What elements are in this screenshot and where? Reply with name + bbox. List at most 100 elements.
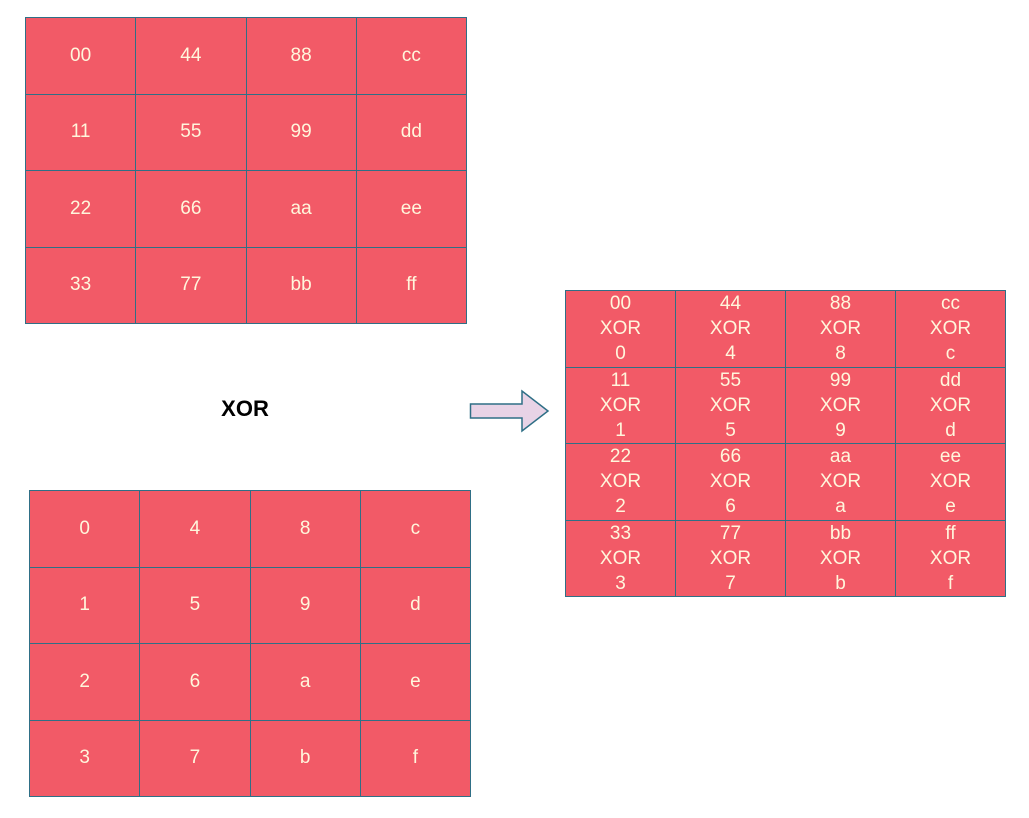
result-operator: XOR (819, 394, 862, 416)
top-cell: 00 (26, 18, 136, 94)
result-right-operand: 7 (725, 572, 736, 594)
top-cell: bb (246, 247, 356, 323)
top-cell: ee (356, 171, 466, 247)
bottom-cell: 4 (140, 491, 250, 567)
result-right-operand: 6 (725, 496, 736, 518)
bottom-cell: 9 (250, 567, 360, 643)
bottom-cell: 7 (140, 720, 250, 796)
top-cell: 88 (246, 18, 356, 94)
xor-operator-label: XOR (221, 396, 269, 421)
result-operator: XOR (929, 394, 972, 416)
top-cell: ff (356, 247, 466, 323)
bottom-cell: 8 (250, 491, 360, 567)
result-operator: XOR (929, 318, 972, 340)
result-left-operand: 33 (609, 522, 632, 544)
bottom-cell: e (360, 644, 470, 720)
top-cell: aa (246, 171, 356, 247)
result-operator: XOR (599, 394, 642, 416)
bottom-cell: b (250, 720, 360, 796)
bottom-cell: a (250, 644, 360, 720)
bottom-cell: d (360, 567, 470, 643)
result-left-operand: aa (829, 446, 852, 468)
result-left-operand: 88 (829, 293, 852, 315)
top-cell: dd (356, 94, 466, 170)
result-right-operand: 9 (835, 419, 846, 441)
result-right-operand: 2 (615, 496, 626, 518)
result-right-operand: f (947, 572, 954, 594)
result-operator: XOR (709, 318, 752, 340)
top-cell: 44 (136, 18, 246, 94)
result-left-operand: 55 (719, 369, 742, 391)
result-right-operand: 8 (835, 343, 846, 365)
result-right-operand: d (945, 419, 956, 441)
result-operator: XOR (819, 318, 862, 340)
result-left-operand: 00 (609, 293, 632, 315)
result-right-operand: 0 (615, 343, 626, 365)
result-right-operand: c (945, 343, 956, 365)
result-left-operand: ff (945, 522, 956, 544)
bottom-matrix: 0 4 8 c 1 5 9 d 2 6 a e 3 7 b f (29, 490, 471, 797)
top-cell: 55 (136, 94, 246, 170)
result-left-operand: dd (939, 369, 962, 391)
result-left-operand: 99 (829, 369, 852, 391)
result-right-operand: 1 (615, 419, 626, 441)
result-right-operand: 3 (615, 572, 626, 594)
top-cell: 22 (26, 171, 136, 247)
top-cell: 11 (26, 94, 136, 170)
result-right-operand: a (835, 496, 846, 518)
result-right-operand: e (945, 496, 956, 518)
result-operator: XOR (599, 318, 642, 340)
result-left-operand: ee (939, 446, 962, 468)
result-operator: XOR (599, 547, 642, 569)
result-left-operand: 44 (719, 293, 742, 315)
result-operator: XOR (819, 547, 862, 569)
result-left-operand: 66 (719, 446, 742, 468)
result-left-operand: 77 (719, 522, 742, 544)
result-left-operand: 11 (610, 369, 631, 391)
top-cell: 66 (136, 171, 246, 247)
bottom-cell: 5 (140, 567, 250, 643)
right-arrow-icon (469, 389, 550, 433)
result-operator: XOR (709, 471, 752, 493)
result-operator: XOR (599, 471, 642, 493)
top-matrix: 00 44 88 cc 11 55 99 dd 22 66 aa ee 33 7… (25, 17, 467, 324)
result-right-operand: 4 (725, 343, 736, 365)
bottom-cell: 1 (30, 567, 140, 643)
result-operator: XOR (929, 547, 972, 569)
result-right-operand: 5 (725, 419, 736, 441)
bottom-cell: 0 (30, 491, 140, 567)
top-cell: 99 (246, 94, 356, 170)
bottom-cell: 2 (30, 644, 140, 720)
top-cell: 77 (136, 247, 246, 323)
bottom-cell: f (360, 720, 470, 796)
result-operator: XOR (709, 394, 752, 416)
result-operator: XOR (929, 471, 972, 493)
result-left-operand: bb (829, 522, 852, 544)
result-right-operand: b (835, 572, 846, 594)
top-cell: cc (356, 18, 466, 94)
bottom-cell: 3 (30, 720, 140, 796)
arrow-shape (469, 389, 550, 433)
result-left-operand: 22 (609, 446, 632, 468)
result-operator: XOR (819, 471, 862, 493)
top-cell: 33 (26, 247, 136, 323)
result-left-operand: cc (941, 293, 960, 315)
bottom-cell: 6 (140, 644, 250, 720)
